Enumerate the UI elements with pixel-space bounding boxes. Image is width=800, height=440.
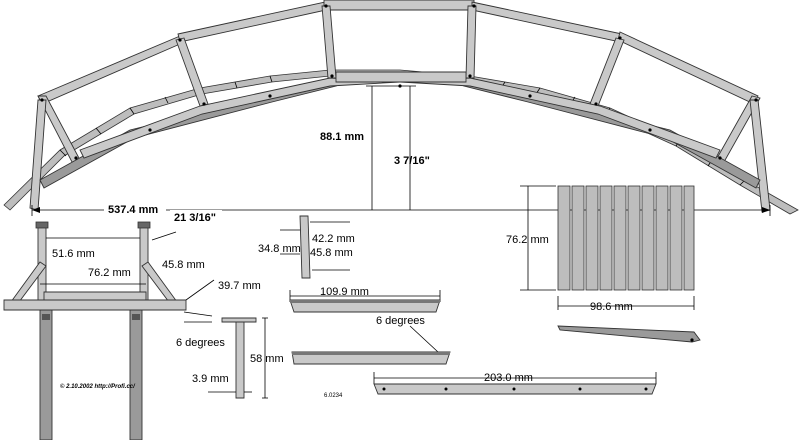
rise-dimension: 88.1 mm 3 7/16" (320, 85, 430, 210)
arch-bolts (40, 4, 758, 160)
bottom-chord-label: 203.0 mm (484, 372, 533, 384)
mid-angle-label: 6 degrees (376, 315, 425, 327)
post-angle-label: 6 degrees (176, 337, 225, 349)
end-lower-label: 39.7 mm (218, 280, 261, 292)
span-mm-label: 537.4 mm (108, 204, 158, 216)
deck-panel: 76.2 mm 98.6 mm (506, 185, 701, 343)
top-chord-piece: 109.9 mm (289, 286, 441, 313)
rise-inch-label: 3 7/16" (394, 155, 430, 167)
top-chord-label: 109.9 mm (320, 286, 369, 298)
span-inch-label: 21 3/16" (174, 212, 216, 224)
end-inner-width-label: 51.6 mm (52, 248, 95, 260)
post-width-label: 3.9 mm (192, 373, 229, 385)
arch-lower-truss (39, 71, 761, 189)
deck-height-label: 76.2 mm (506, 234, 549, 246)
brace-left-label: 34.8 mm (258, 243, 301, 255)
end-side-label: 45.8 mm (162, 259, 205, 271)
rise-mm-label: 88.1 mm (320, 131, 364, 143)
copyright-label: © 2.10.2002 http://Profi.cc/ (60, 383, 136, 390)
arch-bridge-elevation: 537.4 mm 21 3/16" 88.1 mm 3 7/16" (3, 0, 799, 224)
brace-right-label: 42.2 mm (312, 233, 355, 245)
arch-top-rail (37, 0, 759, 105)
deck-width-label: 98.6 mm (590, 301, 633, 313)
brace-detail: 34.8 mm 42.2 mm 45.8 mm (258, 215, 355, 279)
brace-diag-label: 45.8 mm (310, 247, 353, 259)
post-height-label: 58 mm (250, 353, 284, 365)
end-outer-width-label: 76.2 mm (88, 267, 131, 279)
post-detail: 6 degrees 58 mm 3.9 mm (176, 311, 284, 399)
part-number-label: 6.0234 (324, 393, 343, 399)
end-view: 51.6 mm 76.2 mm 45.8 mm 39.7 mm © 2.10.2… (3, 221, 261, 440)
bottom-chord-piece: 6 degrees 203.0 mm 6.0234 (291, 315, 657, 399)
